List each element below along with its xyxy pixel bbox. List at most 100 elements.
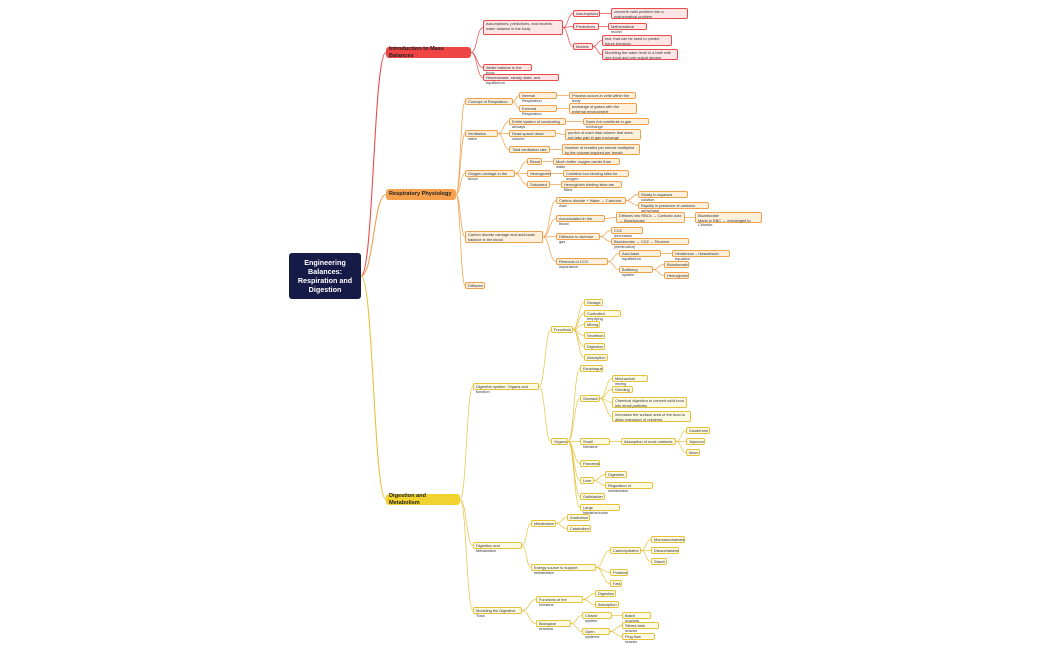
- topic-node[interactable]: Esophagus: [580, 365, 603, 372]
- topic-node[interactable]: Does not contribute in gas exchange: [583, 118, 649, 128]
- topic-node[interactable]: Assumptions: [573, 10, 600, 17]
- connector-line: [521, 523, 532, 546]
- topic-node[interactable]: Internal Respiration: [519, 92, 557, 102]
- topic-node[interactable]: Closed system: [582, 612, 612, 622]
- branch-node[interactable]: Digestion and Metabolism: [386, 493, 460, 506]
- topic-node[interactable]: Ileum: [686, 449, 700, 456]
- topic-node[interactable]: Fats: [610, 580, 622, 587]
- topic-node[interactable]: Stirred tank reactor: [622, 622, 659, 632]
- topic-node[interactable]: Henderson – Hasselbach equation: [672, 250, 730, 260]
- topic-node[interactable]: Digestion: [584, 343, 605, 350]
- topic-node[interactable]: Mixing: [584, 321, 600, 328]
- topic-node[interactable]: Modeling the water level in a bath with …: [602, 49, 678, 60]
- topic-node[interactable]: Modeling the Digestive Tract: [473, 607, 522, 617]
- topic-node[interactable]: Oxygen carriage in the blood: [465, 170, 515, 180]
- topic-node[interactable]: Catabolism: [567, 525, 591, 532]
- connector-line: [572, 329, 585, 358]
- topic-node[interactable]: Small Intestine: [580, 438, 610, 448]
- topic-node[interactable]: Starch: [651, 558, 667, 565]
- topic-node[interactable]: converts valid problem into a mathematic…: [611, 8, 688, 19]
- topic-node[interactable]: Jejunum: [686, 438, 705, 445]
- topic-node[interactable]: Open systems: [582, 628, 610, 638]
- topic-node[interactable]: Bicarbonate: [664, 261, 689, 268]
- topic-node[interactable]: External Respiration: [519, 105, 557, 115]
- topic-node[interactable]: tool, that can be used to predict future…: [602, 35, 672, 46]
- topic-node[interactable]: Diffusion: [465, 282, 485, 289]
- topic-node[interactable]: Accumulated in the blood: [556, 215, 605, 225]
- topic-node[interactable]: exchange of gases with the external envi…: [569, 103, 637, 114]
- topic-node[interactable]: Stomach: [580, 395, 600, 402]
- topic-node[interactable]: Assumptions, predictions, and models: wa…: [483, 20, 563, 35]
- topic-node[interactable]: Plug flow reactor: [622, 633, 655, 643]
- topic-node[interactable]: Regulation of metabolism: [605, 482, 653, 492]
- topic-node[interactable]: Digestion: [595, 590, 616, 597]
- topic-node[interactable]: Concept of Respiration: [465, 98, 513, 105]
- topic-node[interactable]: Blood: [527, 158, 542, 165]
- topic-node[interactable]: Total ventilation rate: [509, 146, 550, 153]
- topic-node[interactable]: Slowly in aqueous solution: [638, 191, 688, 201]
- topic-node[interactable]: Batch reactors: [622, 612, 651, 622]
- topic-node[interactable]: Proteins: [610, 569, 628, 576]
- branch-node[interactable]: Introduction to Mass Balances: [386, 46, 471, 59]
- topic-node[interactable]: Process occurs in cells within the body: [569, 92, 636, 102]
- topic-node[interactable]: Biological reactors: [536, 620, 571, 630]
- topic-node[interactable]: Monosaccharides: [651, 536, 685, 543]
- topic-node[interactable]: Bicarbonate Made in RBC → exchanged to C…: [695, 212, 762, 227]
- topic-node[interactable]: Dead space/ dead volume: [509, 130, 556, 140]
- topic-node[interactable]: Chemical digestion to convert solid food…: [612, 397, 687, 408]
- topic-node[interactable]: Hemoglobin binding sites are filled: [561, 181, 622, 191]
- topic-node[interactable]: Acid-base equilibrium: [619, 250, 661, 260]
- topic-node[interactable]: Hemoglobin: [527, 170, 551, 177]
- topic-node[interactable]: Removal of CO2: importance: [556, 258, 608, 268]
- topic-node[interactable]: Models: [573, 43, 593, 50]
- topic-node[interactable]: Rapidly in presence of carbonic anhydras…: [638, 202, 709, 212]
- topic-node[interactable]: Digestive system: Organs and function: [473, 383, 539, 393]
- topic-node[interactable]: Energy source to support metabolism: [531, 564, 596, 574]
- topic-node[interactable]: Diffusion to alveolar gas: [556, 233, 600, 243]
- topic-node[interactable]: Ventilation rates: [465, 130, 498, 140]
- topic-node[interactable]: Much better oxygen carrier than water: [553, 158, 620, 168]
- topic-node[interactable]: Bicarbonate → CO2 → Reverse (elimination…: [611, 238, 689, 248]
- connector-line: [604, 217, 617, 219]
- topic-node[interactable]: CO2 decreases: [611, 227, 643, 237]
- topic-node[interactable]: Mathematical model: [608, 23, 647, 33]
- topic-node[interactable]: Organs: [551, 438, 568, 445]
- branch-node[interactable]: Respiratory Physiology: [386, 189, 456, 200]
- topic-node[interactable]: Gallbladder: [580, 493, 605, 500]
- topic-node[interactable]: Grinding: [612, 386, 633, 393]
- topic-node[interactable]: Saturated: [527, 181, 550, 188]
- topic-node[interactable]: Disaccharides: [651, 547, 679, 554]
- topic-node[interactable]: Homeostasis, steady state, and equilibri…: [483, 74, 559, 84]
- topic-node[interactable]: Hemoglobin: [664, 272, 689, 279]
- topic-node[interactable]: Absorption of most nutrients: [621, 438, 676, 445]
- topic-node[interactable]: Buffering system: [619, 266, 653, 276]
- topic-node[interactable]: Secretion: [584, 332, 605, 339]
- topic-node[interactable]: Mechanical mixing: [612, 375, 648, 385]
- topic-node[interactable]: Functions of the Intestine: [536, 596, 583, 606]
- topic-node[interactable]: Duodenum: [686, 427, 710, 434]
- topic-node[interactable]: Predictions: [573, 23, 599, 30]
- root-node[interactable]: Engineering Balances: Respiration and Di…: [289, 253, 361, 299]
- topic-node[interactable]: Carbohydrates: [610, 547, 641, 554]
- topic-node[interactable]: Functions: [551, 326, 573, 333]
- topic-node[interactable]: Controlled emptying: [584, 310, 621, 320]
- topic-node[interactable]: Storage: [584, 299, 603, 306]
- topic-node[interactable]: Water balance in the body: [483, 64, 532, 74]
- topic-node[interactable]: Contains four binding sites for oxygen: [563, 170, 629, 180]
- topic-node[interactable]: portion of each tidal volume that does n…: [565, 129, 641, 140]
- topic-node[interactable]: Absorption: [584, 354, 608, 361]
- topic-node[interactable]: Increases the surface area of the food t…: [612, 411, 691, 422]
- topic-node[interactable]: Entire system of conducting airways: [509, 118, 566, 128]
- topic-node[interactable]: Anabolism: [567, 514, 590, 521]
- topic-node[interactable]: Pancreas: [580, 460, 600, 467]
- topic-node[interactable]: Digestion and Metabolism: [473, 542, 522, 552]
- topic-node[interactable]: Absorption: [595, 601, 619, 608]
- topic-node[interactable]: Carbon dioxide carriage and acid-base ba…: [465, 231, 543, 243]
- topic-node[interactable]: Carbon dioxide + Water → Carbonic Acid: [556, 197, 626, 207]
- topic-node[interactable]: Large Intestine/colon: [580, 504, 620, 514]
- topic-node[interactable]: Number of breaths per minute multiplied …: [562, 144, 640, 155]
- topic-node[interactable]: Digestion: [605, 471, 627, 478]
- topic-node[interactable]: Liver: [580, 477, 594, 484]
- topic-node[interactable]: Metabolism: [531, 520, 556, 527]
- topic-node[interactable]: Diffuses into RBCs → Carbonic acid → Bic…: [616, 212, 685, 223]
